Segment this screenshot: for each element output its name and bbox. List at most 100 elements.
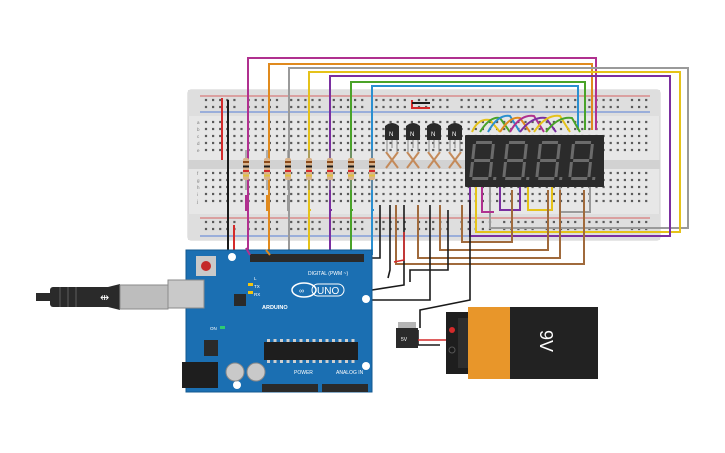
rail-hole <box>290 220 293 224</box>
breadboard-hole <box>503 192 506 196</box>
rail-hole <box>219 98 222 102</box>
breadboard-hole <box>254 171 257 175</box>
breadboard-hole <box>581 199 584 203</box>
rail-hole <box>567 220 570 224</box>
row-letter: c <box>197 134 200 139</box>
rail-hole <box>219 227 222 231</box>
rail-hole <box>332 220 335 224</box>
breadboard-hole <box>581 192 584 196</box>
breadboard-hole <box>609 178 612 182</box>
rail-hole <box>396 227 399 231</box>
breadboard-hole <box>212 192 215 196</box>
seven-segment-display <box>465 135 604 187</box>
breadboard-hole <box>425 127 428 131</box>
breadboard-hole <box>311 178 314 182</box>
segment <box>502 162 507 177</box>
breadboard-hole <box>538 127 541 131</box>
resistor-jumper <box>329 195 332 211</box>
breadboard-hole <box>212 141 215 145</box>
breadboard-hole <box>219 185 222 189</box>
breadboard-hole <box>339 134 342 138</box>
breadboard-hole <box>382 141 385 145</box>
row-letter: i <box>197 192 198 197</box>
breadboard-hole <box>261 199 264 203</box>
breadboard-hole <box>623 171 626 175</box>
breadboard-hole <box>311 134 314 138</box>
row-letter: a <box>197 120 200 125</box>
breadboard-hole <box>240 134 243 138</box>
breadboard-hole <box>290 199 293 203</box>
breadboard-hole <box>204 141 208 145</box>
breadboard-hole <box>460 141 463 145</box>
breadboard-hole <box>524 192 527 196</box>
breadboard-hole <box>616 120 619 124</box>
jumper-10 <box>499 185 521 211</box>
display-digit <box>535 141 563 180</box>
breadboard-hole <box>332 185 335 189</box>
rail-hole <box>638 105 641 109</box>
breadboard-hole <box>453 192 456 196</box>
rail-hole <box>524 220 527 224</box>
rx-label: RX <box>254 292 260 297</box>
rail-hole <box>559 98 563 102</box>
breadboard-hole <box>332 127 335 131</box>
npn-transistor: N <box>448 123 462 169</box>
breadboard-hole <box>283 127 286 131</box>
npn-transistor: N <box>427 123 441 169</box>
wire-black-reg <box>419 200 471 328</box>
rail-hole <box>275 227 279 231</box>
rail-hole <box>574 220 577 224</box>
breadboard-hole <box>318 185 321 189</box>
resistor-band <box>306 170 312 172</box>
digital-label: DIGITAL (PWM ~) <box>308 271 348 277</box>
breadboard-hole <box>630 178 634 182</box>
chip-pin <box>338 360 342 363</box>
rail-hole <box>233 220 236 224</box>
rail-hole <box>375 220 378 224</box>
rail-hole <box>531 220 534 224</box>
breadboard-hole <box>240 148 243 152</box>
breadboard-hole <box>346 120 350 124</box>
rail-hole <box>567 105 570 109</box>
breadboard-hole <box>297 199 300 203</box>
breadboard-hole <box>275 171 279 175</box>
rail-hole <box>638 98 641 102</box>
rail-hole <box>219 105 222 109</box>
segment <box>469 162 474 177</box>
rail-hole <box>645 98 648 102</box>
segment <box>541 141 559 144</box>
segment <box>537 144 542 159</box>
regulator-label: 5V <box>401 337 408 343</box>
rail-hole <box>339 220 342 224</box>
rail-hole <box>297 220 300 224</box>
decimal-point <box>592 177 596 180</box>
reset-button-cap[interactable] <box>201 261 211 271</box>
rail-hole <box>503 105 506 109</box>
resistor-jumper <box>245 195 248 211</box>
resistor-band <box>369 174 375 177</box>
breadboard-hole <box>638 178 641 182</box>
rail-hole <box>488 98 492 102</box>
breadboard-hole <box>346 134 350 138</box>
breadboard-hole <box>623 148 626 152</box>
breadboard-hole <box>261 134 264 138</box>
rail-hole <box>290 227 293 231</box>
breadboard-hole <box>375 134 378 138</box>
breadboard-hole <box>318 141 321 145</box>
breadboard-hole <box>446 120 449 124</box>
rail-hole <box>616 98 619 102</box>
breadboard-hole <box>403 185 406 189</box>
breadboard-hole <box>325 178 328 182</box>
analog-label: ANALOG IN <box>336 370 364 376</box>
breadboard-hole <box>346 127 350 131</box>
rail-hole <box>346 105 350 109</box>
breadboard-hole <box>439 171 442 175</box>
chip-pin <box>351 339 355 342</box>
breadboard-hole <box>304 141 307 145</box>
breadboard-hole <box>346 178 350 182</box>
resistor-band <box>306 165 312 168</box>
breadboard-hole <box>417 120 421 124</box>
on-label: ON <box>210 326 217 331</box>
mount-hole-2 <box>362 295 370 303</box>
resistor-band <box>285 161 291 163</box>
